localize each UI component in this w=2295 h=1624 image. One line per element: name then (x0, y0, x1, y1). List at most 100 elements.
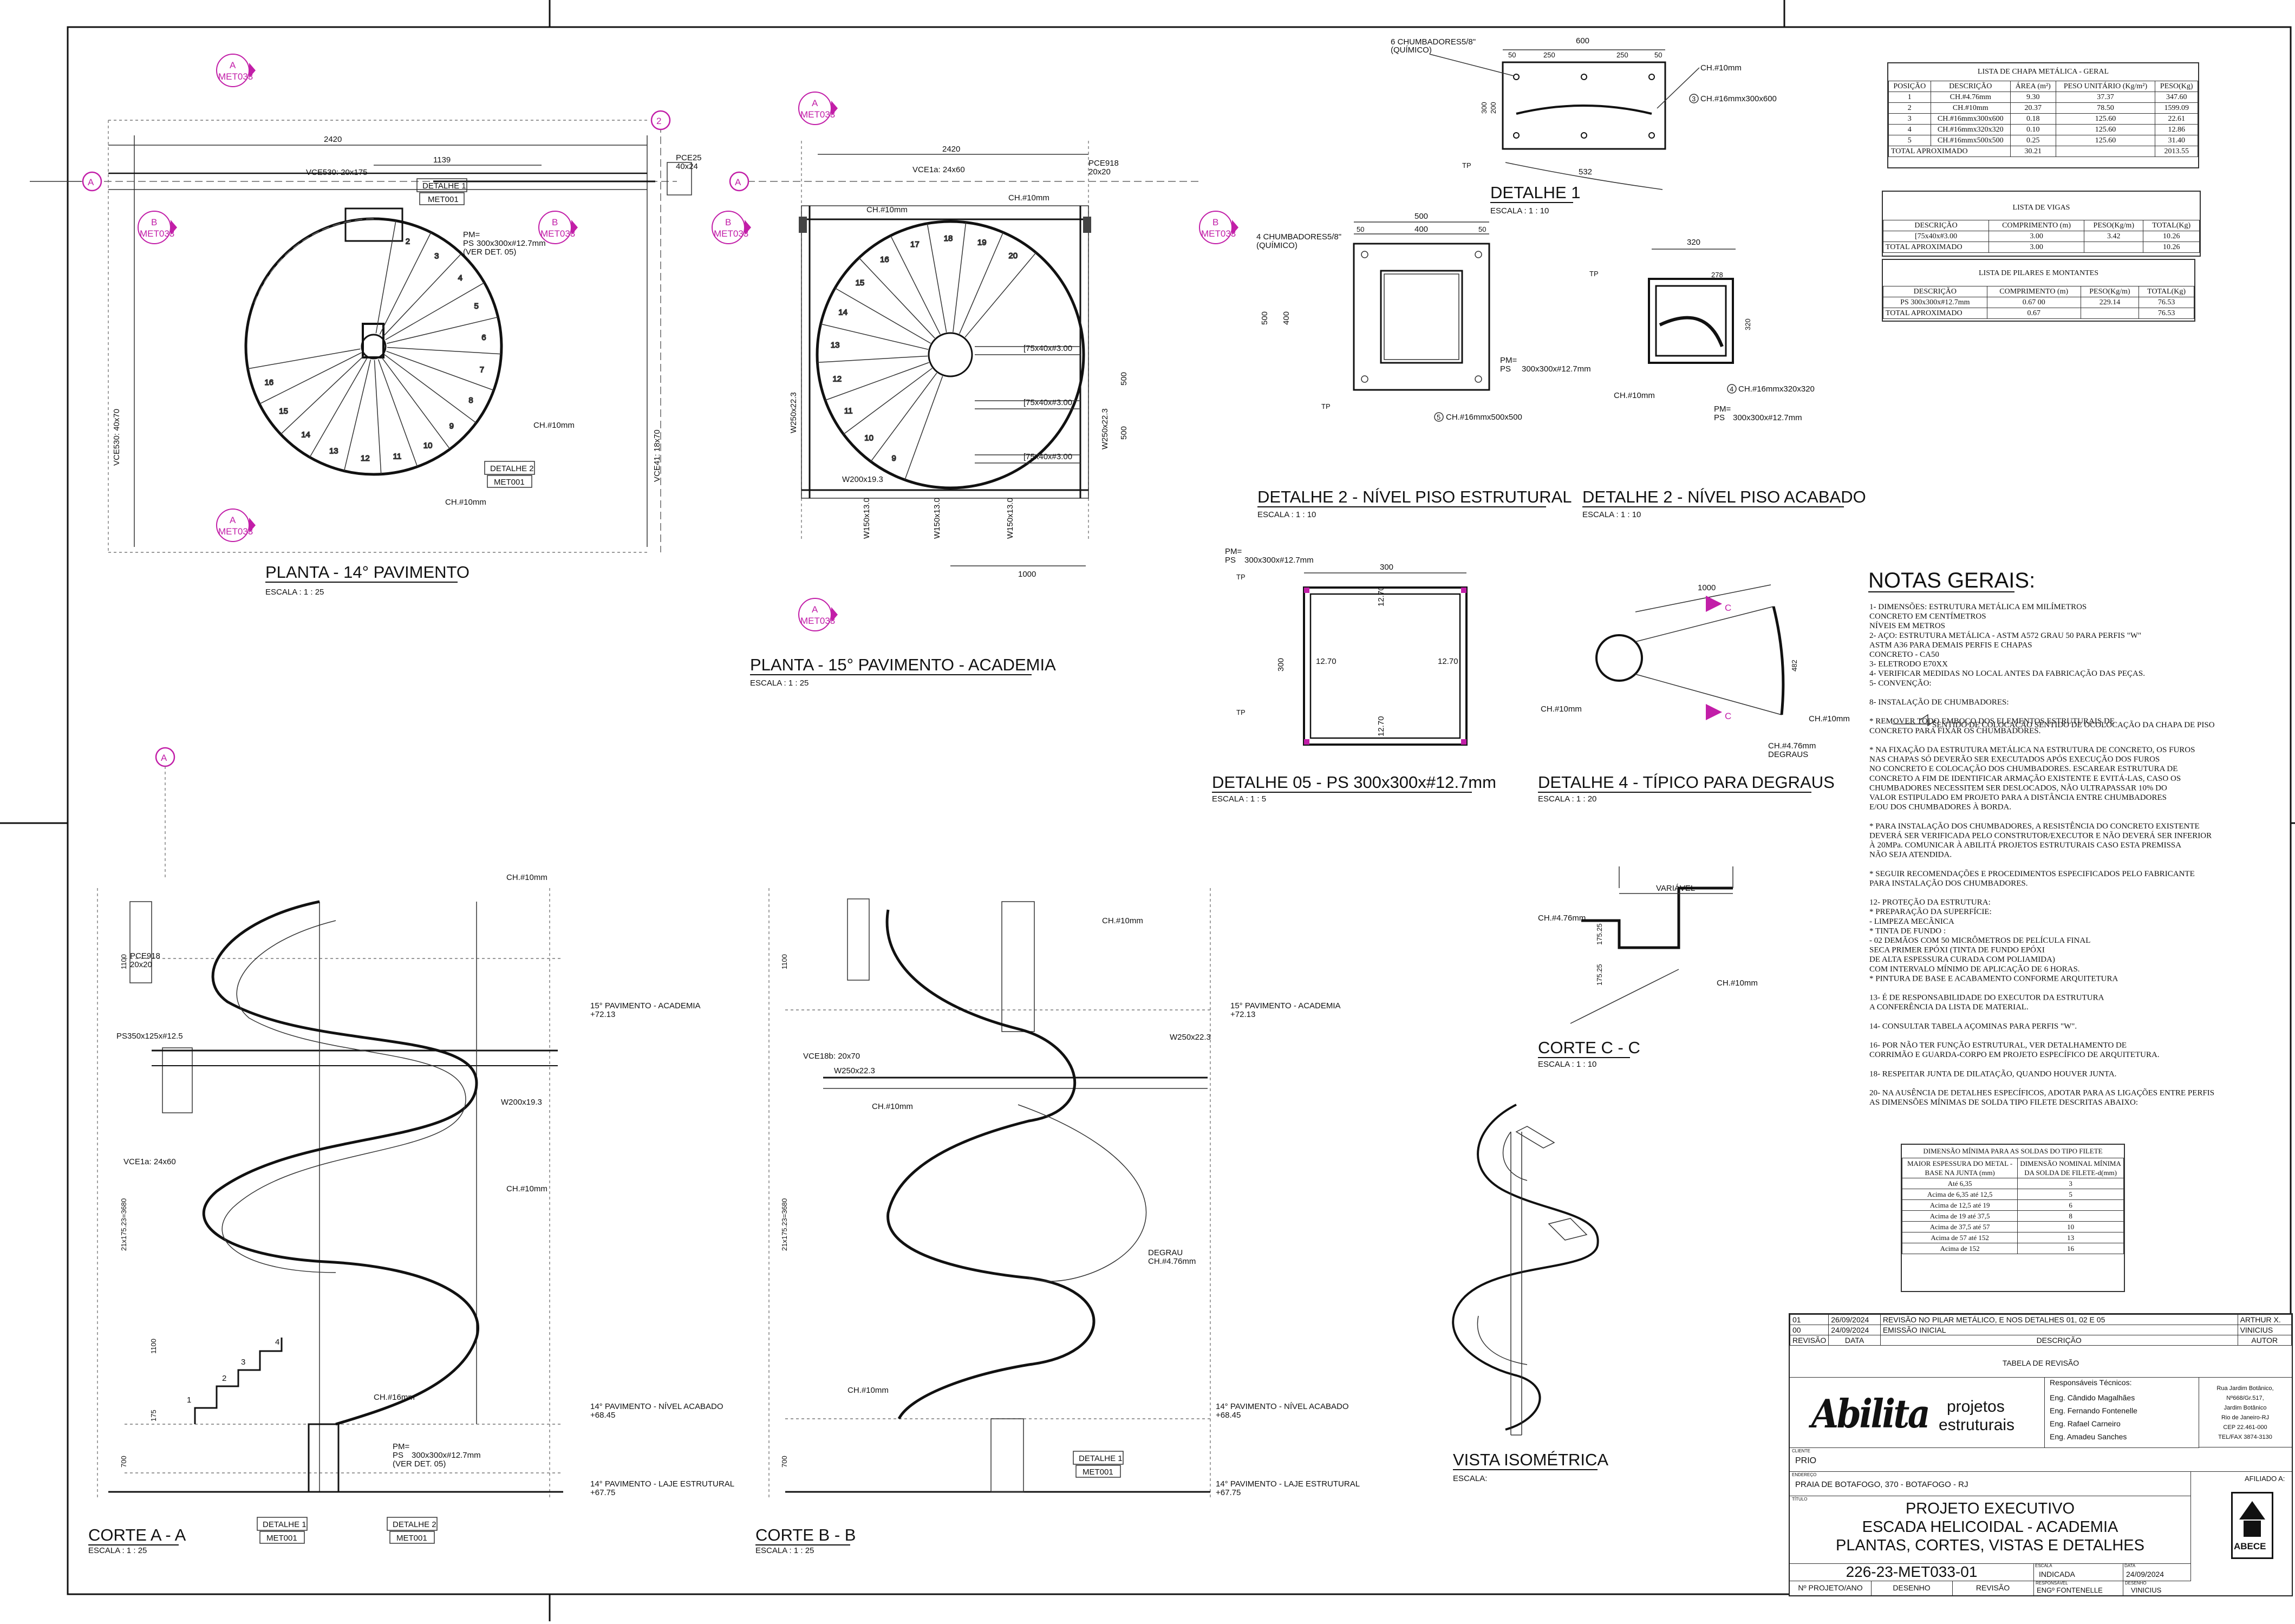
beam-w250-p15b: W250x22.3 (1100, 408, 1110, 449)
ch10-p15b: CH.#10mm (1008, 193, 1049, 203)
p15-step-number: 19 (977, 238, 987, 247)
lvl15v-ca: +72.13 (590, 1010, 615, 1019)
solda-cell: 8 (2017, 1210, 2124, 1222)
solda-header-cell: MAIOR ESPESSURA DO METAL - BASE NA JUNTA… (1901, 1158, 2018, 1178)
title-line-3: PLANTAS, CORTES, VISTAS E DETALHES (1836, 1537, 2144, 1554)
detalhe-2a-view: 500 400 50 50 500 400 4 CHUMBADORES5/8" … (1256, 212, 1591, 519)
solda-header-row: MAIOR ESPESSURA DO METAL - BASE NA JUNTA… (1901, 1158, 2124, 1178)
revision-cell: 24/09/2024 (1828, 1325, 1881, 1335)
address-row: ENDEREÇO PRAIA DE BOTAFOGO, 370 - BOTAFO… (1790, 1471, 2191, 1496)
notes-line: NÃO SEJA ATENDIDA. (1869, 851, 1952, 859)
dim-500-p15a: 500 (1119, 372, 1129, 386)
pilares-header-cell: PESO(Kg/m) (2080, 286, 2140, 297)
revision-cell: VINICIUS (2237, 1325, 2292, 1335)
dim-1139: 1139 (433, 155, 451, 165)
p14-step-line (309, 358, 368, 458)
affiliation-box: AFILIADO A: ABECE (2190, 1471, 2292, 1595)
footer-desenho: DESENHO (1893, 1583, 1931, 1592)
notes-line: CONCRETO A FIM DE IDENTIFICAR ARMAÇÃO EX… (1869, 774, 2181, 783)
detalhe-2b-view: 320 278 320 CH.#10mm 4 CH.#16mmx320x320 … (1582, 238, 1866, 519)
lvl14a-ca: 14° PAVIMENTO - NÍVEL ACABADO (590, 1402, 723, 1411)
p15-step-number: 12 (832, 375, 842, 384)
tp-d1: TP (1462, 161, 1471, 169)
chapa-cell: CH.#16mmx500x500 (1930, 135, 2011, 146)
pillar-pce25-size: 40x24 (676, 162, 698, 171)
dim-482-d4: 482 (1790, 660, 1798, 671)
vigas-total-cell: 3.00 (1988, 242, 2085, 253)
address-5: CEP 22.461-000 (2223, 1424, 2267, 1431)
notes-line: - 02 DEMÃOS COM 50 MICRÔMETROS DE PELÍCU… (1869, 936, 2090, 945)
notes-line: NAS CHAPAS SÓ DEVERÃO SER EXECUTADOS APÓ… (1869, 755, 2160, 764)
detalhe05-title: DETALHE 05 - PS 300x300x#12.7mm (1212, 773, 1496, 792)
solda-cell: Acima de 57 até 152 (1901, 1232, 2018, 1243)
dim-1100-ca2: 1100 (149, 1339, 158, 1354)
corteb-title: CORTE B - B (755, 1525, 856, 1544)
planta15-scale: ESCALA : 1 : 25 (750, 679, 809, 688)
section-marker-sheet: MET033 (800, 616, 835, 626)
chapa-cell: CH.#4.76mm (1930, 92, 2011, 103)
tag-met001-cb: MET001 (1083, 1468, 1113, 1477)
notes-line: PARA INSTALAÇÃO DOS CHUMBADORES. (1869, 879, 2027, 888)
responsible-1: Eng. Cândido Magalhães (2050, 1393, 2135, 1402)
address-value: PRAIA DE BOTAFOGO, 370 - BOTAFOGO - RJ (1795, 1480, 1968, 1489)
notes-line: NO CONCRETO E COLOCAÇÃO DOS CHUMBADORES.… (1869, 765, 2177, 773)
p15-step-number: 9 (891, 454, 896, 463)
chapa-header-cell: POSIÇÃO (1888, 81, 1931, 92)
section-marker-sheet: MET033 (800, 109, 835, 120)
chapa-cell: 347.60 (2155, 92, 2198, 103)
section-marker-sheet: MET033 (140, 229, 174, 239)
notes-line: * TINTA DE FUNDO : (1869, 927, 1946, 935)
table-solda-grid: MAIOR ESPESSURA DO METAL - BASE NA JUNTA… (1901, 1158, 2124, 1254)
notes-line: CONCRETO PARA FIXAR OS CHUMBADORES. (1869, 727, 2040, 735)
pilares-total-cell: TOTAL APROXIMADO (1883, 308, 1987, 319)
vigas-header-cell: COMPRIMENTO (m) (1988, 220, 2085, 231)
revision-cell: ARTHUR X. (2237, 1314, 2292, 1325)
p15-step-number: 10 (864, 434, 873, 443)
cortea-title: CORTE A - A (88, 1525, 186, 1544)
notes-line: CHUMBADORES NECESSITEM SER DESLOCADOS, N… (1869, 784, 2167, 792)
p15-step-line (858, 257, 935, 338)
client-label: CLIENTE (1792, 1449, 1810, 1453)
section-marker-letter: B (1212, 217, 1218, 227)
beam-w150-c: W150x13.0 (1006, 498, 1015, 539)
ch10-p14: CH.#10mm (533, 421, 575, 430)
chapa-cell: 2 (1888, 102, 1931, 114)
section-marker-letter: B (552, 217, 558, 227)
section-c-bottom: C (1725, 711, 1731, 721)
p14-step-number: 5 (474, 302, 478, 311)
pillar-pce918: PCE918 (1088, 159, 1119, 168)
p15-step-line (964, 252, 1036, 338)
pilares-header-cell: DESCRIÇÃO (1883, 286, 1987, 297)
ps-d2b: PS (1714, 413, 1725, 422)
section-marker-letter: A (230, 515, 236, 525)
pm-ca: PM= (393, 1442, 410, 1451)
detalhe1-scale: ESCALA : 1 : 10 (1490, 206, 1549, 216)
corteb-scale: ESCALA : 1 : 25 (755, 1546, 814, 1555)
notes-line: 5- CONVENÇÃO: (1869, 679, 1932, 688)
dim-700-ca: 700 (120, 1456, 128, 1468)
tag-detalhe1-ca: DETALHE 1 (263, 1520, 307, 1529)
section-marker-sheet: MET033 (714, 229, 748, 239)
dim-50-d1b: 50 (1654, 51, 1662, 59)
tag-met001-p14b: MET001 (494, 478, 525, 487)
revision-cell: EMISSÃO INICIAL (1880, 1325, 2238, 1335)
ps350-ca: PS350x125x#12.5 (116, 1032, 183, 1041)
date-cell: DATA 24/09/2024 (2123, 1563, 2191, 1581)
dim-2420: 2420 (324, 135, 342, 144)
notes-line: 14- CONSULTAR TABELA AÇOMINAS PARA PERFI… (1869, 1022, 2077, 1031)
notes-line: 12- PROTEÇÃO DA ESTRUTURA: (1869, 898, 1991, 907)
notes-line: AS DIMENSÕES MÍNIMAS DE SOLDA TIPO FILET… (1869, 1098, 2138, 1107)
svg-text:5: 5 (1437, 413, 1440, 421)
dim-400-d2v: 400 (1282, 311, 1291, 325)
svg-text:4: 4 (1730, 385, 1733, 393)
vigas-cell: 3.42 (2084, 231, 2144, 242)
p14-step-number: 10 (423, 441, 433, 450)
